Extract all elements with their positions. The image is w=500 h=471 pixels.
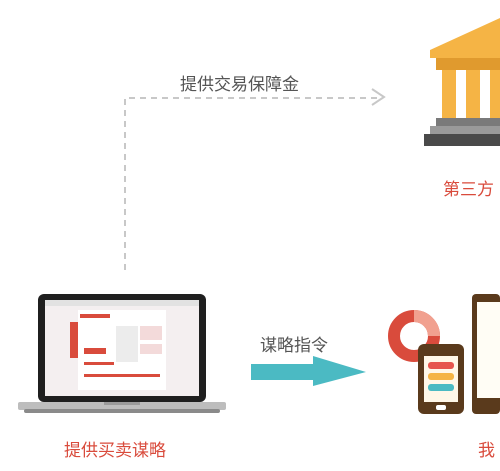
strategy-arrow-head	[313, 356, 366, 386]
strategy-arrow	[251, 356, 366, 386]
bank-building-icon	[424, 18, 500, 146]
dashed-arrow-head	[371, 88, 386, 106]
my-label: 我	[478, 441, 495, 461]
third-party-label: 第三方	[443, 180, 494, 200]
laptop-icon	[18, 294, 226, 413]
mobile-devices-icon	[388, 294, 500, 414]
laptop-label: 提供买卖谋略	[64, 441, 166, 461]
strategy-label: 谋略指令	[260, 336, 328, 356]
deposit-label: 提供交易保障金	[180, 75, 299, 95]
dashed-connector-line	[124, 97, 378, 270]
strategy-arrow-shaft	[251, 364, 317, 380]
